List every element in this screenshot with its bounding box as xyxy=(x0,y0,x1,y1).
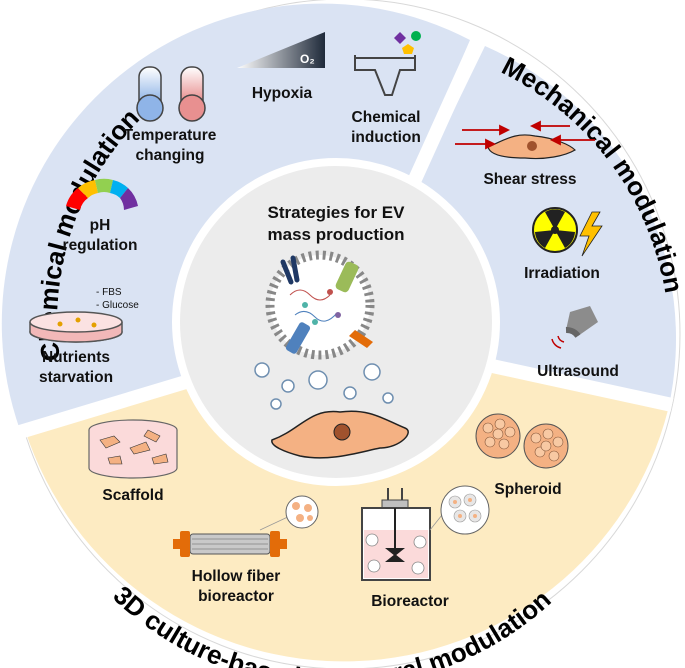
center-title-line2: mass production xyxy=(268,225,405,244)
shear-stress-label: Shear stress xyxy=(483,171,576,188)
hypoxia-label: Hypoxia xyxy=(252,85,313,102)
spheroid-label: Spheroid xyxy=(494,481,561,498)
temperature-label-2: changing xyxy=(136,147,205,164)
center-circle: Strategies for EV mass production xyxy=(172,158,500,486)
center-title-line1: Strategies for EV xyxy=(268,203,406,222)
ph-label-1: pH xyxy=(90,217,111,234)
thermometer-icon xyxy=(136,66,206,122)
scaffold-icon xyxy=(88,419,178,479)
ph-label-2: regulation xyxy=(63,237,138,254)
small-vesicles xyxy=(254,362,394,410)
spheroid-icon xyxy=(475,413,569,469)
ultrasound-probe-icon xyxy=(551,306,598,349)
scaffold-label: Scaffold xyxy=(102,487,163,504)
irradiation-label: Irradiation xyxy=(524,265,600,282)
temperature-label-1: Temperature xyxy=(124,127,217,144)
fbs-label: - FBS xyxy=(96,287,122,298)
ph-scale-icon xyxy=(66,178,138,210)
petri-dish-icon xyxy=(29,311,123,343)
cell-icon xyxy=(271,410,409,459)
nutrients-label-1: Nutrients xyxy=(42,349,110,366)
bioreactor-icon xyxy=(361,485,490,581)
nutrients-label-2: starvation xyxy=(39,369,113,386)
hollow-fiber-icon xyxy=(173,495,319,557)
extracellular-vesicle-icon xyxy=(265,250,375,360)
chemical-induction-label-1: Chemical xyxy=(352,109,421,126)
radiation-icon xyxy=(532,207,603,257)
chemical-induction-label-2: induction xyxy=(351,129,421,146)
pipette-tube-icon xyxy=(354,31,421,96)
shear-stress-cell-icon xyxy=(455,120,595,160)
ultrasound-label: Ultrasound xyxy=(537,363,619,380)
hollow-fiber-label-2: bioreactor xyxy=(198,588,274,605)
oxygen-gradient-icon: O₂ xyxy=(237,32,325,68)
glucose-label: - Glucose xyxy=(96,300,139,311)
o2-label: O₂ xyxy=(300,52,315,66)
bioreactor-label: Bioreactor xyxy=(371,593,449,610)
hollow-fiber-label-1: Hollow fiber xyxy=(192,568,281,585)
